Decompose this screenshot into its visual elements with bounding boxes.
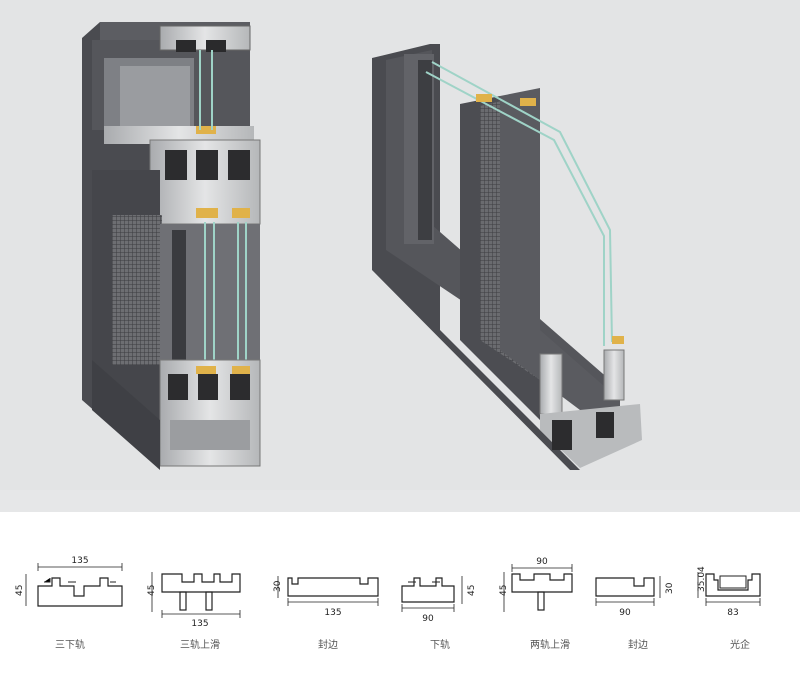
profile-height-label: 30	[273, 580, 283, 592]
profile-height-label: 30	[665, 582, 675, 594]
profile-bottom-track: 45 90 下轨	[390, 512, 490, 680]
profile-caption: 封边	[628, 640, 648, 651]
right-cutaway-rendering	[372, 44, 642, 470]
hero-render-panel	[82, 22, 642, 470]
profile-width-label: 135	[191, 619, 208, 629]
profile-height-label: 35.04	[697, 566, 707, 592]
profile-caption: 三下轨	[55, 640, 85, 651]
profile-edge-seal-135: 30 135 封边	[268, 512, 388, 680]
profile-width-label: 135	[71, 556, 88, 566]
left-cutaway-rendering	[82, 22, 261, 470]
profile-width-label: 135	[324, 608, 341, 618]
profile-caption: 光企	[730, 640, 750, 651]
profile-caption: 封边	[318, 640, 338, 651]
profile-width-label: 83	[727, 608, 738, 618]
profile-edge-seal-90: 30 90 封边	[588, 512, 688, 680]
profile-three-track-bottom: 135 45 三下轨	[10, 512, 130, 680]
profile-caption: 两轨上滑	[530, 640, 570, 651]
profile-height-label: 45	[499, 585, 509, 596]
profile-three-track-top: 45 135 三轨上滑	[140, 512, 260, 680]
window-renderings	[82, 22, 642, 470]
profile-mullion: 35.04 83 光企	[690, 512, 790, 680]
profile-width-label: 90	[536, 557, 548, 567]
profile-height-label: 45	[147, 585, 157, 596]
profile-caption: 三轨上滑	[180, 640, 220, 651]
profile-height-label: 45	[467, 585, 477, 596]
profile-width-label: 90	[619, 608, 631, 618]
profile-height-label: 45	[15, 585, 25, 596]
profile-width-label: 90	[422, 614, 434, 624]
profile-caption: 下轨	[430, 640, 450, 651]
profile-two-track-top: 90 45 两轨上滑	[499, 512, 600, 680]
profile-strip: 135 45 三下轨 45 135 三轨上滑	[0, 512, 800, 680]
